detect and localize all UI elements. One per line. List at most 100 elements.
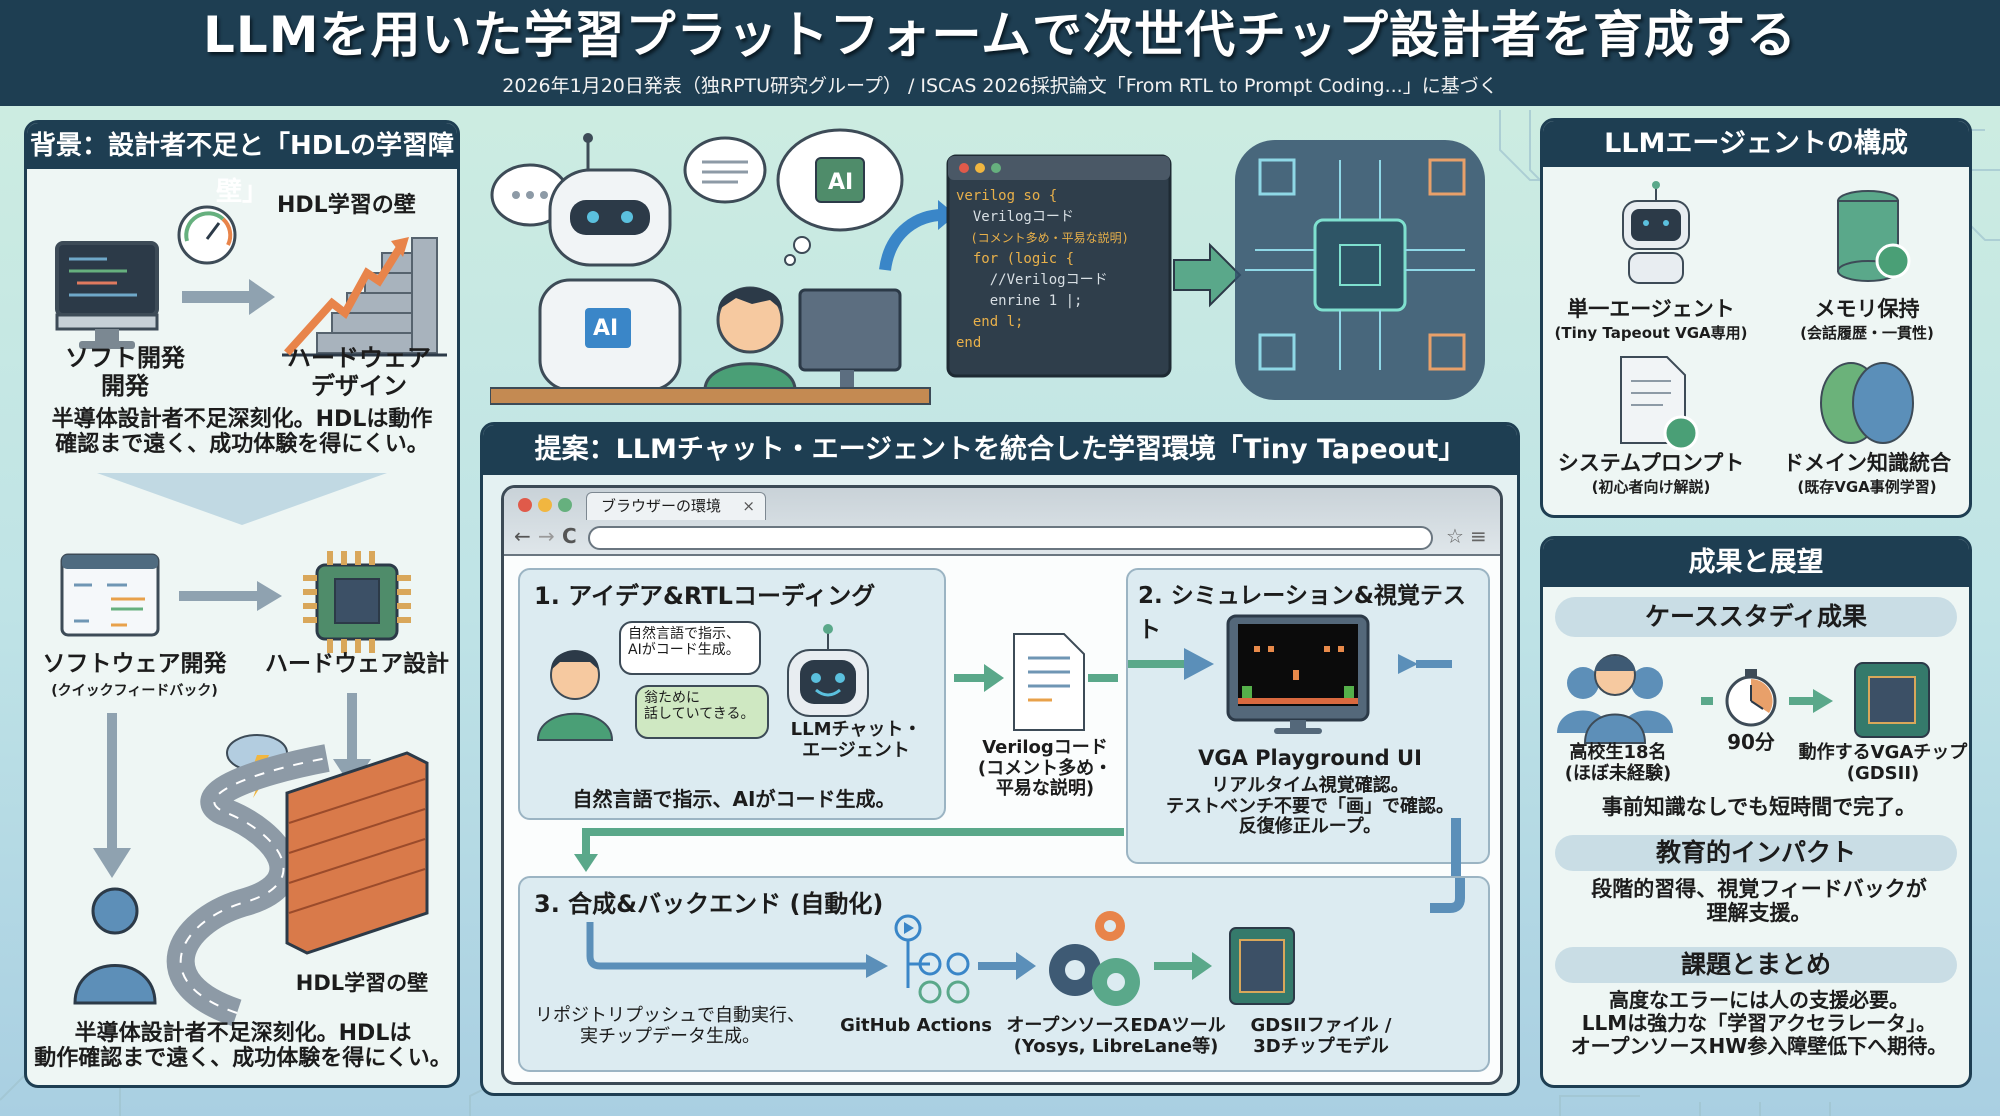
- growth-arrow-icon: [284, 246, 403, 356]
- arrow-right-icon: [1192, 952, 1212, 980]
- chip-ai-badge: AI: [828, 170, 854, 195]
- proposal-panel: 提案：LLMチャット・エージェントを統合した学習環境「Tiny Tapeout」…: [480, 422, 1520, 1096]
- browser-tab[interactable]: ブラウザーの環境 ×: [586, 492, 766, 520]
- vga-chip-icon: [1854, 662, 1930, 738]
- results-title: 成果と展望: [1543, 539, 1969, 587]
- ai-bubble-text: 翁ために 話していてきる。: [644, 690, 755, 723]
- agent-item-name: システムプロンプト: [1557, 451, 1745, 475]
- step2-box: 2. シミュレーション&視覚テスト VGA Playground UI リアルタ…: [1126, 568, 1490, 864]
- agent-item-name: メモリ保持: [1814, 297, 1920, 321]
- user-bubble-text: 自然言語で指示、 AIがコード生成。: [628, 626, 740, 659]
- step3-title: 3. 合成&バックエンド (自動化): [534, 890, 884, 918]
- close-window-button[interactable]: [518, 498, 532, 512]
- agent-item-sub: (会話履歴・一貫性): [1800, 324, 1934, 342]
- speech-bubble-icon: [683, 136, 767, 204]
- agent-item-name: ドメイン知識統合: [1783, 451, 1951, 475]
- robot-icon: [1622, 181, 1690, 284]
- arrow-right-icon: [1184, 648, 1214, 680]
- agent-config-title: LLMエージェントの構成: [1543, 121, 1969, 167]
- arrow-right-icon: [1173, 242, 1242, 308]
- step2-title: 2. シミュレーション&視覚テスト: [1138, 583, 1466, 643]
- robot-ai-badge: AI: [593, 316, 619, 341]
- code-window-icon: [60, 553, 160, 637]
- vga-game-screen: [1238, 624, 1358, 706]
- code-line: (コメント多め・平易な説明): [956, 231, 1129, 245]
- students-label: 高校生18名 (ほぼ未経験): [1564, 742, 1672, 784]
- results-panel: 成果と展望 ケーススタディ成果 高校生18名 (ほぼ未経験) 90分 動作するV…: [1540, 536, 1972, 1088]
- page-subtitle: 2026年1月20日発表（独RPTU研究グループ） / ISCAS 2026採択…: [502, 75, 1498, 97]
- chat-robot-icon: [787, 624, 869, 717]
- agent-config-icons: [1620, 181, 1914, 451]
- user-speech-bubble: [619, 621, 761, 675]
- code-line: Verilogコード: [956, 209, 1074, 225]
- sw-dev-label: ソフトウェア開発: [42, 651, 227, 677]
- browser-chrome: ブラウザーの環境 × ← → C ☆ ≡: [504, 488, 1500, 556]
- code-line: enrine 1 |;: [956, 293, 1083, 309]
- code-window: [946, 154, 1172, 378]
- vga-monitor: [1128, 614, 1452, 734]
- forward-button[interactable]: →: [538, 524, 555, 548]
- reload-button[interactable]: C: [562, 524, 577, 548]
- gdsii-label: GDSIIファイル / 3Dチップモデル: [1250, 1015, 1392, 1057]
- arrow-right-icon: [866, 954, 888, 978]
- time-label: 90分: [1727, 730, 1775, 754]
- chip-icon: [303, 551, 411, 653]
- summary-heading: 課題とまとめ: [1555, 947, 1957, 983]
- background-panel: 背景：設計者不足と「HDLの学習障壁」 HDL学習の壁 ソフト開発 開発 ハード…: [24, 120, 460, 1088]
- agent-item-sub: (既存VGA事例学習): [1797, 478, 1937, 496]
- students-icon: [1557, 654, 1673, 744]
- agent-label: LLMチャット・ エージェント: [790, 719, 922, 761]
- agent-item-sub: (Tiny Tapeout VGA専用): [1554, 324, 1748, 342]
- summary-text: 高度なエラーには人の支援必要。 LLMは強力な「学習アクセラレータ」。 オープン…: [1570, 988, 1948, 1058]
- agent-config-panel: LLMエージェントの構成 単一エージェント (Tiny Tapeout VGA専…: [1540, 118, 1972, 518]
- wall-label-top: HDL学習の壁: [277, 193, 416, 218]
- arrow-right-icon: [182, 279, 275, 315]
- arrow-down-icon: [574, 854, 598, 872]
- page-title: LLMを用いた学習プラットフォームで次世代チップ設計者を育成する: [203, 6, 1797, 64]
- case-study-illustration: [1557, 654, 1930, 744]
- arrow-right-icon: [1813, 689, 1833, 713]
- minimize-window-button[interactable]: [538, 498, 552, 512]
- step3-caption: リポジトリプッシュで自動実行、 実チップデータ生成。: [535, 1005, 805, 1047]
- sw-dev-sublabel: (クイックフィードバック): [51, 683, 218, 699]
- impact-heading: 教育的インパクト: [1555, 835, 1957, 871]
- background-panel-title: 背景：設計者不足と「HDLの学習障壁」: [27, 123, 457, 207]
- arrow-right-icon: [1016, 952, 1036, 980]
- back-button[interactable]: ←: [514, 524, 531, 548]
- student-icon: [703, 286, 797, 392]
- document-icon: [1620, 356, 1699, 451]
- step3-box: 3. 合成&バックエンド (自動化) リポジトリプッシュで自動実行、 実チップデ…: [518, 876, 1490, 1072]
- background-bottom-illustration: [60, 473, 429, 1027]
- soft-dev-label: ソフト開発 開発: [65, 344, 185, 400]
- proposal-panel-title: 提案：LLMチャット・エージェントを統合した学習環境「Tiny Tapeout」: [483, 425, 1517, 475]
- down-chevron-icon: [97, 473, 387, 525]
- github-actions-icon: [894, 914, 970, 1004]
- browser-tab-title: ブラウザーの環境: [601, 497, 722, 515]
- browser-menu-icon[interactable]: ≡: [1470, 524, 1487, 548]
- code-line: end: [956, 335, 982, 351]
- brain-icon: [1820, 362, 1914, 444]
- hardware-design-label: ハードウェア デザイン: [287, 344, 431, 400]
- stopwatch-icon: [1725, 669, 1777, 727]
- monitor-icon: [55, 241, 159, 349]
- ai-speech-bubble: [635, 685, 769, 739]
- document-icon: [1013, 633, 1085, 731]
- user-avatar-icon: [536, 650, 614, 741]
- maximize-window-button[interactable]: [558, 498, 572, 512]
- vga-ui-label: VGA Playground UI: [1198, 746, 1422, 770]
- background-summary-bottom: 半導体設計者不足深刻化。HDLは 動作確認まで遠く、成功体験を得にくい。: [34, 1021, 452, 1072]
- hw-design-label: ハードウェア設計: [265, 651, 449, 677]
- bookmark-star-icon[interactable]: ☆: [1446, 524, 1464, 548]
- code-line: //Verilogコード: [956, 272, 1108, 288]
- verilog-doc-label: Verilogコード (コメント多め・ 平易な説明): [977, 737, 1113, 800]
- tab-close-button[interactable]: ×: [742, 497, 755, 515]
- agent-item-name: 単一エージェント: [1567, 297, 1735, 321]
- code-line: for (logic {: [956, 251, 1075, 267]
- agent-item-sub: (初心者向け解説): [1591, 478, 1711, 496]
- background-top-illustration: [55, 205, 447, 357]
- step1-box: 1. アイデア&RTLコーディング 自然言語で指示、 AIがコード生成。 翁ため…: [518, 568, 946, 820]
- address-bar[interactable]: [588, 526, 1433, 550]
- code-snippet: verilog so { Verilogコード (コメント多め・平易な説明) f…: [956, 186, 1166, 354]
- background-summary-top: 半導体設計者不足深刻化。HDLは動作 確認まで遠く、成功体験を得にくい。: [51, 407, 433, 458]
- arrow-left-icon: [1398, 654, 1418, 674]
